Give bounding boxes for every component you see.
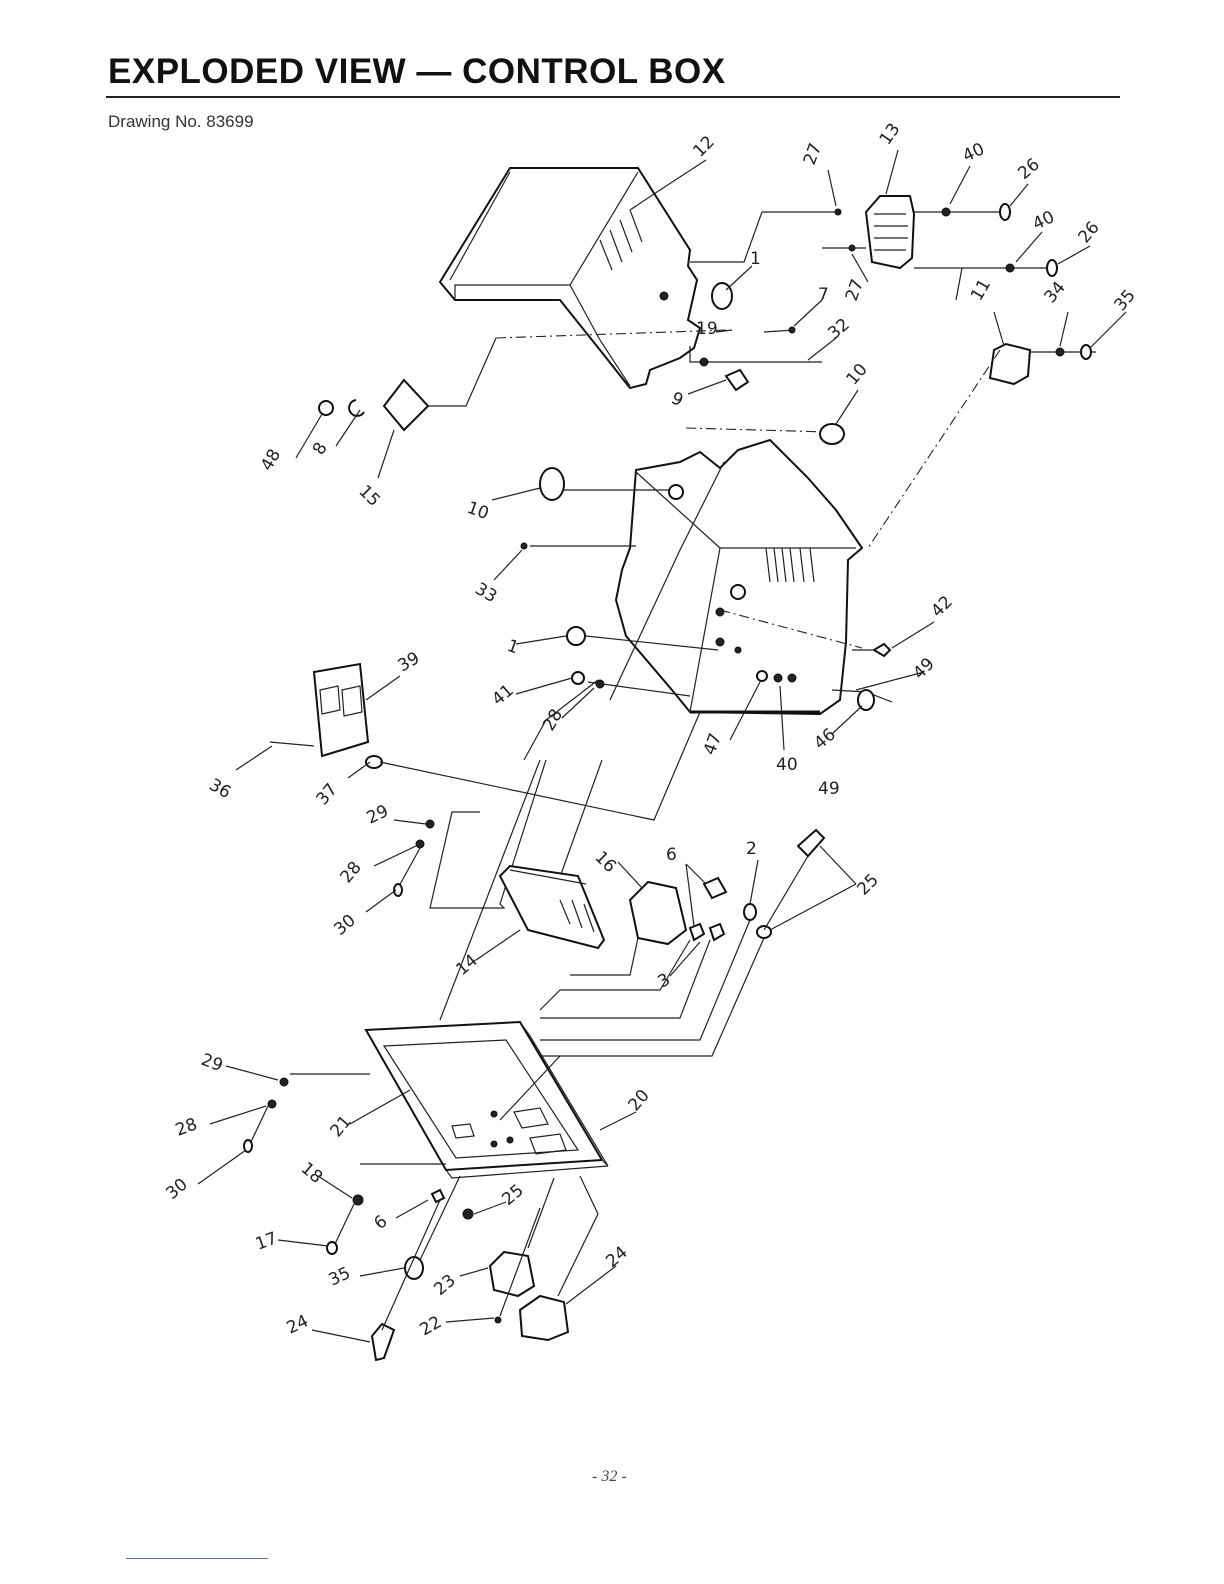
callout-label: 18: [297, 1159, 326, 1188]
callout-label: 12: [689, 132, 718, 161]
terminal-block-part: [520, 1296, 568, 1340]
callout-label: 29: [198, 1050, 225, 1076]
pc-board-part: [314, 664, 368, 756]
relay-part: [630, 882, 686, 944]
callout-label: 27: [842, 277, 868, 304]
callout-label: 41: [488, 681, 517, 710]
knob-part-left: [540, 468, 564, 500]
callout-label: 26: [1014, 155, 1043, 184]
callout-label: 11: [967, 276, 995, 305]
callout-label: 49: [818, 779, 840, 799]
callout-label: 28: [539, 706, 567, 735]
callout-label: 27: [800, 141, 826, 168]
callout-label: 28: [337, 858, 366, 887]
callout-label: 6: [666, 845, 677, 865]
callout-label: 19: [696, 319, 718, 339]
callout-label: 26: [1075, 218, 1104, 247]
callout-label: 30: [330, 911, 359, 940]
callout-label: 25: [853, 870, 882, 899]
callout-label: 1: [504, 636, 521, 658]
callout-label: 34: [1041, 278, 1070, 307]
callout-label: 42: [927, 592, 956, 621]
callout-label: 24: [284, 1311, 312, 1338]
knob-part: [820, 424, 844, 444]
callout-label: 46: [810, 725, 839, 754]
callout-label: 9: [668, 388, 686, 411]
base-plate-part: [366, 1022, 608, 1178]
footer-line: [126, 1558, 268, 1559]
callout-label: 24: [602, 1243, 631, 1272]
callout-label: 29: [364, 801, 392, 828]
callout-label: 40: [776, 755, 798, 775]
callout-label: 23: [430, 1271, 459, 1300]
callout-label: 6: [370, 1212, 391, 1234]
switch-part: [990, 344, 1030, 384]
callout-label: 2: [746, 839, 757, 859]
callout-label: 21: [327, 1112, 356, 1141]
callout-label: 15: [354, 481, 383, 510]
callout-label: 22: [417, 1312, 446, 1340]
callout-label: 8: [309, 439, 332, 458]
callout-label: 30: [162, 1175, 191, 1204]
rectifier-part: [866, 196, 914, 268]
callout-label: 10: [464, 498, 491, 524]
callout-label: 32: [824, 315, 853, 344]
callout-label: 17: [253, 1229, 280, 1255]
callout-label: 1: [750, 249, 761, 269]
module-part: [500, 866, 604, 948]
callout-label: 25: [498, 1181, 527, 1210]
callout-label: 49: [909, 654, 938, 683]
callout-label: 7: [818, 285, 829, 305]
callout-label: 33: [472, 579, 501, 607]
page-number: - 32 -: [592, 1468, 627, 1486]
callout-label: 10: [843, 360, 872, 389]
callout-label: 47: [700, 731, 726, 758]
callout-label: 3: [655, 970, 674, 993]
transformer-part: [490, 1252, 534, 1296]
callout-label: 35: [326, 1263, 354, 1290]
callout-label: 13: [876, 120, 905, 149]
callout-label: 48: [257, 446, 285, 475]
callout-label: 40: [1030, 207, 1058, 234]
callout-label: 28: [173, 1115, 200, 1141]
callout-label: 20: [625, 1086, 654, 1115]
callout-label: 36: [206, 775, 235, 803]
cover-part: [440, 168, 700, 388]
callout-label: 35: [1111, 286, 1140, 315]
callout-label: 37: [313, 780, 342, 809]
housing-part: [616, 440, 862, 714]
capacitor-part: [384, 380, 428, 430]
callout-label: 40: [960, 139, 988, 166]
callout-label: 16: [590, 847, 619, 876]
callout-label: 39: [395, 648, 424, 676]
